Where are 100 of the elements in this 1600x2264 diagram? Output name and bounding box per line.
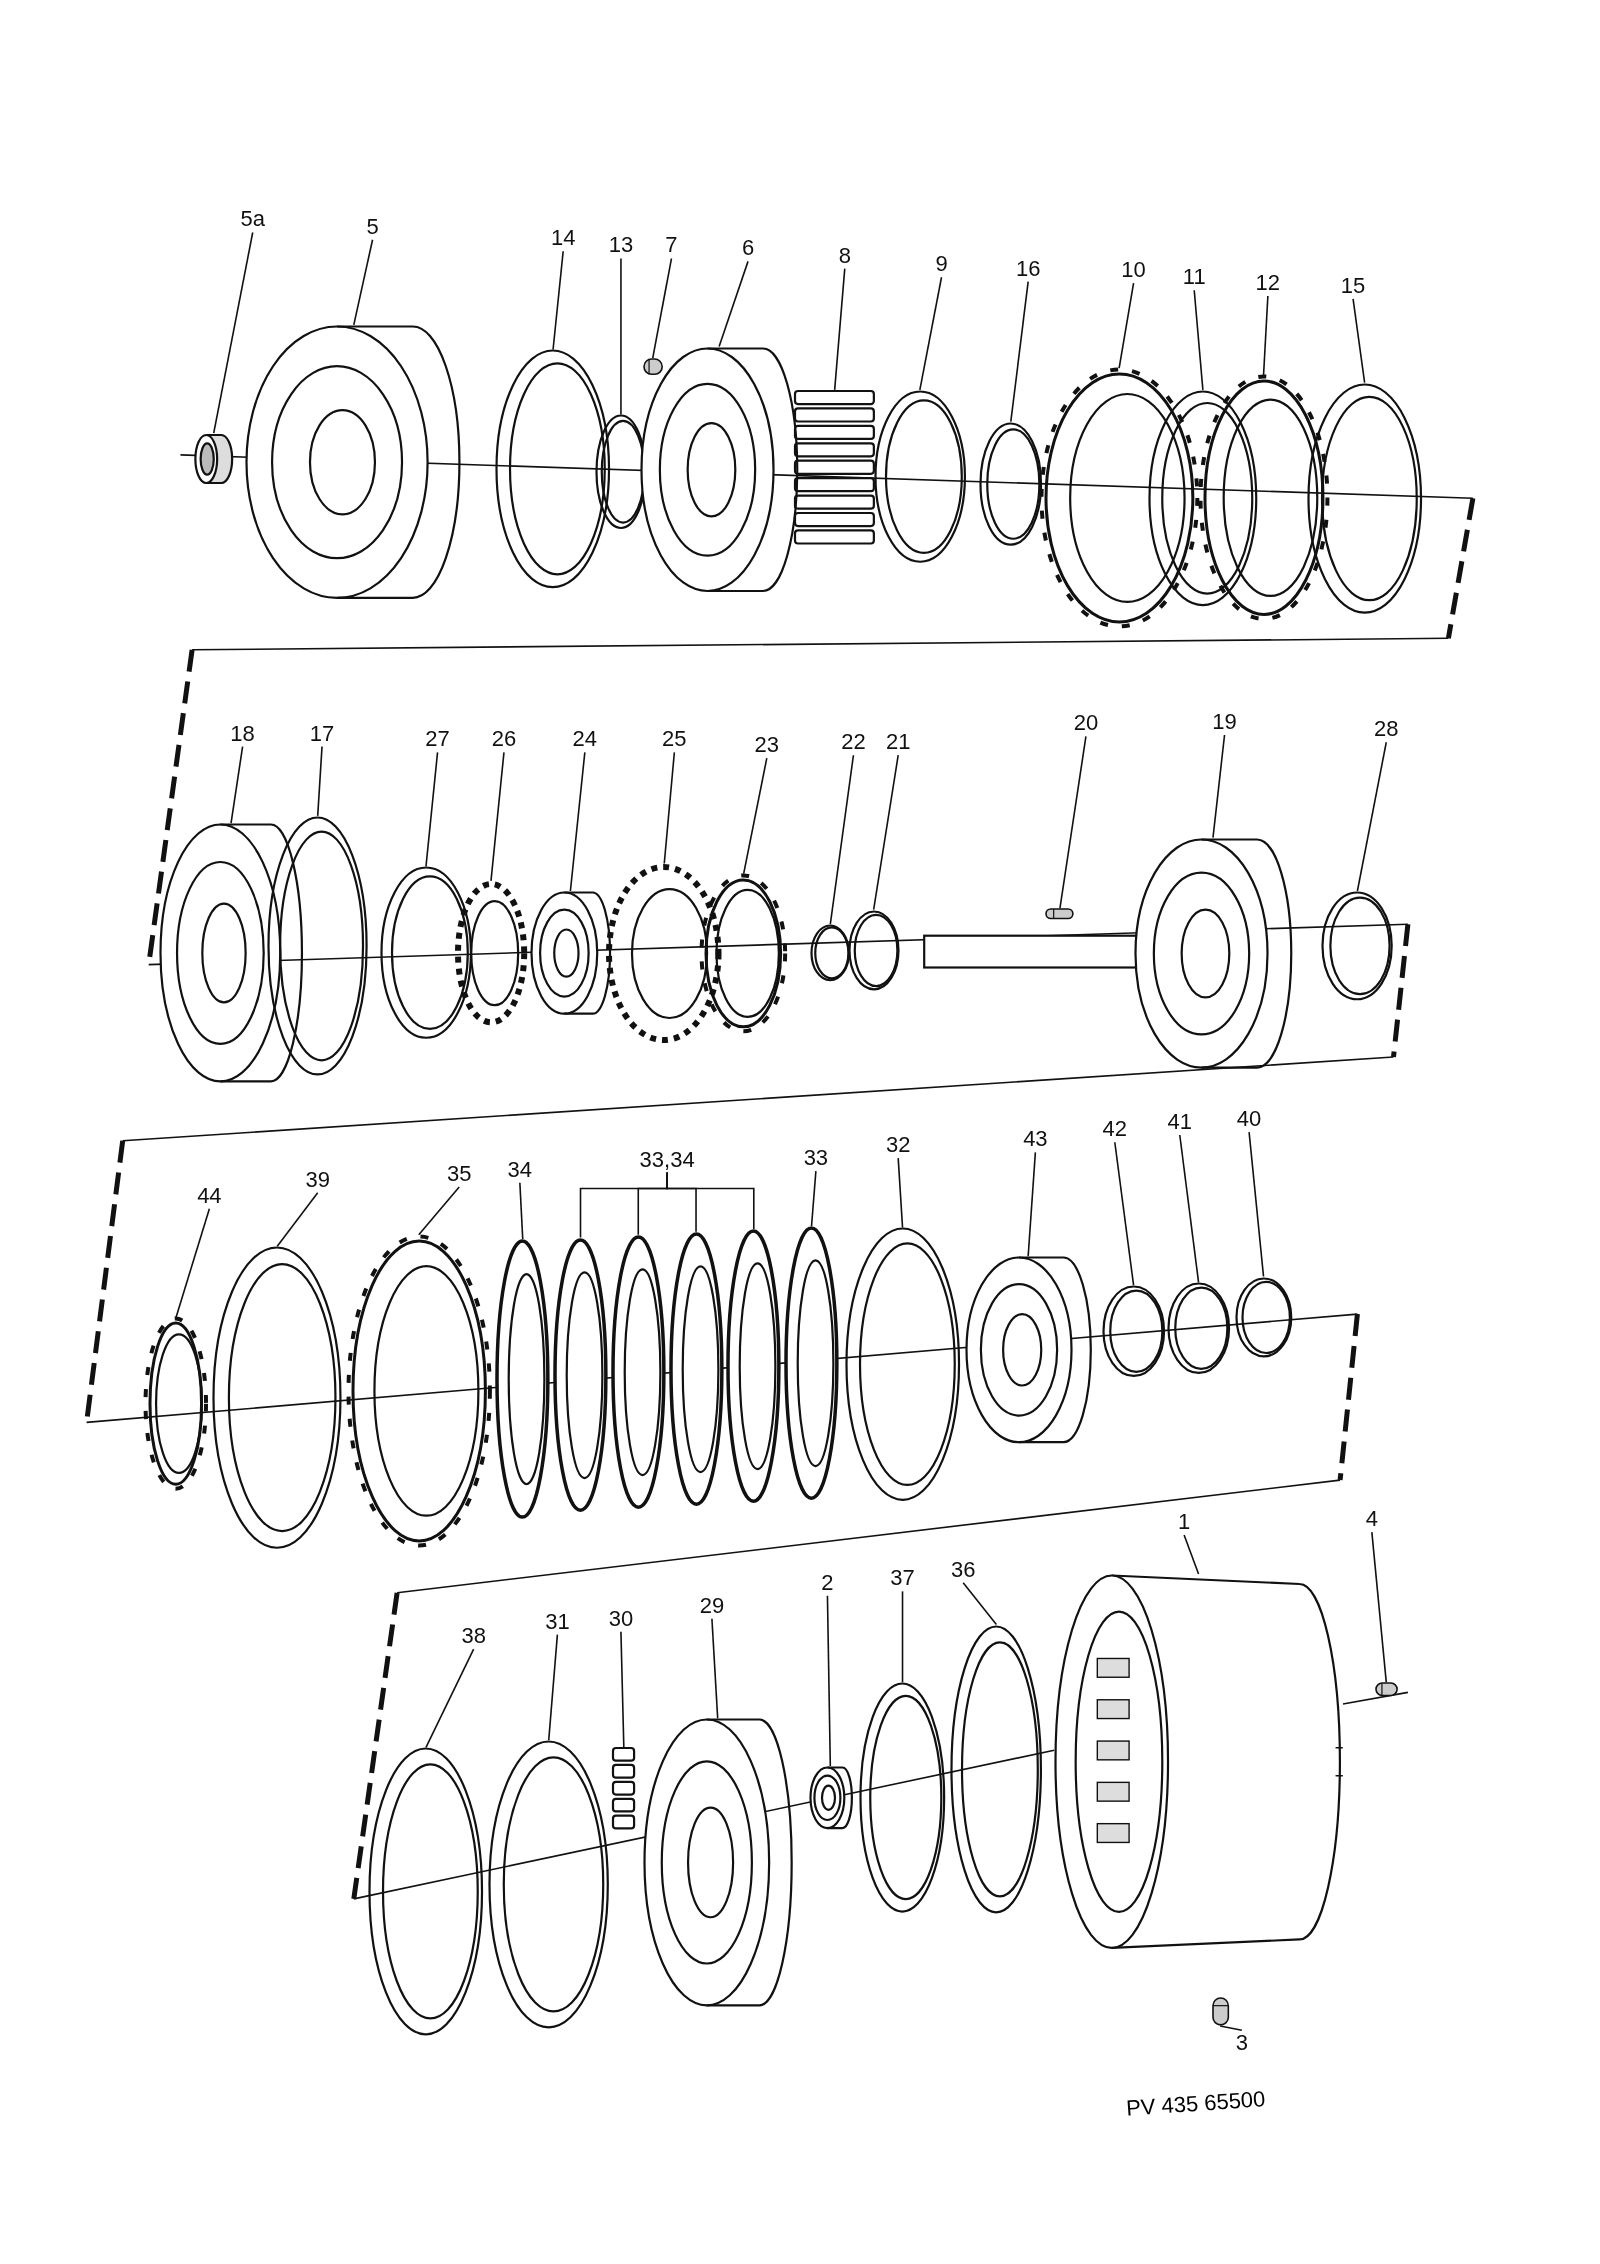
leader-line bbox=[1219, 2025, 1243, 2032]
leader-line bbox=[1027, 1151, 1037, 1258]
leader-line bbox=[552, 250, 564, 351]
callout-number: 6 bbox=[741, 236, 755, 261]
callout-number: 8 bbox=[838, 243, 851, 268]
leader-line bbox=[1118, 282, 1135, 370]
leader-line bbox=[962, 1581, 998, 1626]
callout-number: 9 bbox=[935, 252, 948, 277]
leader-line bbox=[569, 751, 586, 892]
callout-number: 44 bbox=[197, 1183, 222, 1208]
drum-drawing bbox=[964, 1256, 1092, 1445]
callout-number: 14 bbox=[550, 226, 576, 251]
callout-number: 11 bbox=[1182, 265, 1206, 290]
leader-line bbox=[1248, 1131, 1265, 1278]
ring-drawing bbox=[810, 924, 851, 982]
leader-line bbox=[1179, 1134, 1200, 1284]
pin-drawing bbox=[1211, 1997, 1229, 2026]
leader-line bbox=[833, 267, 846, 391]
plate-drawing bbox=[1039, 368, 1199, 629]
callout-number: 32 bbox=[885, 1133, 911, 1158]
callout-number: 21 bbox=[885, 730, 911, 755]
leader-line bbox=[490, 751, 505, 882]
ring-drawing bbox=[859, 1682, 946, 1914]
leader-line bbox=[425, 751, 439, 868]
drum-drawing bbox=[158, 823, 304, 1083]
ring-drawing bbox=[495, 349, 611, 590]
leader-line bbox=[901, 1590, 904, 1684]
leader-line bbox=[826, 1594, 832, 1767]
leader-line bbox=[872, 754, 899, 911]
callout-number: 27 bbox=[425, 727, 450, 752]
pin-drawing bbox=[1045, 908, 1075, 920]
plate-drawing bbox=[1198, 375, 1329, 621]
leader-line bbox=[718, 260, 749, 348]
callout-number: 17 bbox=[309, 721, 335, 746]
leader-line bbox=[519, 1181, 524, 1240]
gear-drawing bbox=[454, 880, 528, 1026]
leader-line bbox=[1212, 734, 1226, 839]
clutch-disc-drawing bbox=[668, 1231, 724, 1507]
callout-number: 20 bbox=[1073, 711, 1099, 736]
ring-drawing bbox=[212, 1246, 343, 1550]
pin-drawing bbox=[642, 358, 663, 376]
leader-line bbox=[547, 1633, 559, 1741]
callout-number: 43 bbox=[1023, 1127, 1048, 1152]
callout-number: 31 bbox=[545, 1609, 570, 1634]
callout-number: 41 bbox=[1167, 1110, 1192, 1134]
part-number-note: PV 435 65500 bbox=[1125, 2086, 1267, 2122]
leader-line bbox=[620, 1630, 625, 1749]
gear-drawing bbox=[606, 863, 722, 1043]
callout-number: 13 bbox=[608, 233, 634, 258]
leader-line bbox=[711, 1618, 719, 1720]
pin-drawing bbox=[1374, 1682, 1398, 1697]
callout-number: 42 bbox=[1102, 1117, 1128, 1142]
callout-number: 24 bbox=[572, 727, 598, 752]
ring-drawing bbox=[1234, 1276, 1293, 1358]
ring-drawing bbox=[950, 1624, 1043, 1914]
callout-number: 28 bbox=[1374, 717, 1399, 742]
callout-number: 19 bbox=[1212, 710, 1237, 734]
clutch-disc-drawing bbox=[784, 1226, 839, 1501]
drum-drawing bbox=[639, 346, 799, 593]
leader-line bbox=[742, 757, 768, 875]
leader-line bbox=[417, 1186, 460, 1236]
leader-line bbox=[829, 754, 855, 925]
drum-drawing bbox=[245, 324, 463, 600]
plate-drawing bbox=[700, 873, 787, 1033]
leader-line bbox=[212, 231, 254, 434]
leader-line bbox=[651, 257, 673, 359]
callout-number: 3 bbox=[1235, 2031, 1248, 2056]
leader-line bbox=[353, 238, 374, 326]
ring-drawing bbox=[1148, 389, 1258, 607]
callout-number: 4 bbox=[1365, 1507, 1378, 1532]
callout-number: 30 bbox=[608, 1606, 634, 1631]
leader-line bbox=[1352, 298, 1366, 384]
callout-number: 33,34 bbox=[639, 1147, 695, 1172]
callout-number: 23 bbox=[754, 733, 779, 758]
leader-line bbox=[1356, 741, 1388, 892]
ring-drawing bbox=[368, 1747, 484, 2037]
leader-line bbox=[1059, 735, 1087, 910]
sleeve-drawing bbox=[194, 433, 233, 486]
leader-line bbox=[316, 745, 323, 817]
callout-number: 37 bbox=[890, 1566, 915, 1591]
housing-drawing bbox=[1054, 1574, 1343, 1950]
clutch-disc-drawing bbox=[553, 1237, 608, 1512]
callout-number: 5a bbox=[240, 207, 265, 232]
callout-number: 25 bbox=[662, 727, 687, 752]
leader-line bbox=[425, 1648, 475, 1749]
leader-line bbox=[663, 751, 676, 865]
leader-line bbox=[919, 276, 943, 391]
leader-line bbox=[897, 1157, 904, 1229]
callout-number: 15 bbox=[1340, 273, 1366, 298]
leader-line bbox=[276, 1192, 319, 1247]
leader-line bbox=[666, 1171, 755, 1230]
callout-number: 26 bbox=[491, 727, 517, 752]
ring-drawing bbox=[488, 1740, 610, 2029]
callout-number: 29 bbox=[699, 1593, 725, 1618]
ring-drawing bbox=[847, 909, 900, 991]
ring-drawing bbox=[379, 866, 473, 1040]
callout-number: 36 bbox=[950, 1557, 976, 1582]
leader-line bbox=[1010, 280, 1029, 423]
callout-number: 22 bbox=[841, 730, 866, 755]
drum-drawing bbox=[808, 1766, 852, 1830]
